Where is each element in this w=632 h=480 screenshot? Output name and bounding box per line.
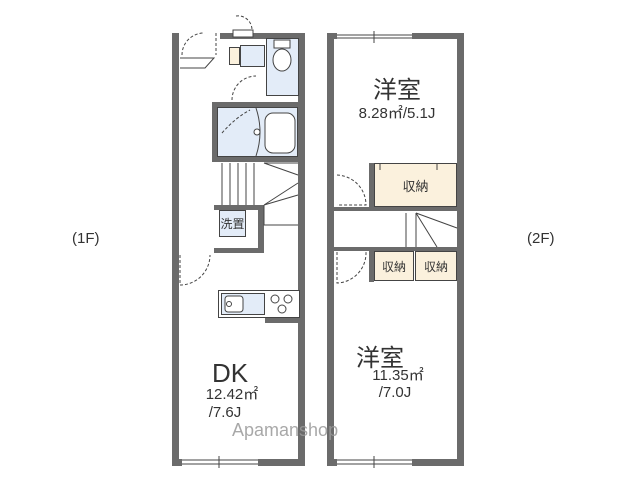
wall-hall-bottom (334, 247, 464, 251)
wall-laundry-top (214, 205, 264, 210)
storage-top: 収納 (374, 163, 457, 207)
wall-bath-bottom (212, 157, 305, 162)
floor-label-1f: (1F) (72, 230, 100, 247)
laundry-space: 洗置 (219, 210, 246, 237)
storage-middle-right: 収納 (415, 251, 457, 281)
wall-laundry-right (258, 205, 264, 253)
watermark: Apamanshop (232, 420, 339, 440)
wall-bath-left (212, 102, 217, 160)
wall-2f-top-left (327, 33, 337, 39)
dk-area-m2: 12.42㎡ (205, 386, 259, 403)
wall-2f-bottom-right (412, 459, 464, 466)
wall-2f-left (327, 33, 334, 466)
door-swing-icon (336, 174, 367, 206)
room-top-area: 8.28㎡/5.1J (358, 105, 436, 122)
door-swing-icon (235, 15, 253, 31)
storage-middle-left: 収納 (374, 251, 414, 281)
wall-1f-left (172, 33, 179, 466)
bathtub-icon (264, 112, 296, 154)
room-bottom-area-j: /7.0J (378, 384, 412, 401)
door-swing-icon (179, 254, 211, 286)
stove-burner-icon (270, 294, 280, 304)
wall-bath-top (212, 102, 305, 107)
wall-2f-bottom-left (327, 459, 337, 466)
wash-cabinet (229, 47, 240, 65)
room-top-name: 洋室 (373, 77, 421, 104)
wall-kitchen (265, 318, 305, 323)
wall-1f-top (220, 33, 305, 39)
dk-area-j: /7.6J (208, 404, 242, 421)
laundry-label: 洗置 (220, 217, 245, 231)
wall-storage-left (369, 163, 374, 211)
wall-1f-bottom-right (258, 459, 305, 466)
wall-storage2-left (369, 247, 374, 282)
storage-top-label: 収納 (402, 178, 429, 194)
room-bottom-name: 洋室 (356, 345, 404, 372)
washbasin (240, 45, 265, 67)
dk-name: DK (211, 358, 249, 388)
wall-1f-right (298, 33, 305, 466)
wall-2f-top-right (412, 33, 464, 39)
room-bottom-area-m2: 11.35㎡ (372, 367, 424, 384)
wall-1f-bottom-left (172, 459, 182, 466)
floor-label-2f: (2F) (527, 230, 555, 247)
storage-middle-left-label: 収納 (381, 259, 406, 274)
storage-middle-right-label: 収納 (423, 259, 448, 274)
wall-hall-top (334, 207, 464, 211)
door-swing-icon (181, 32, 205, 56)
toilet-icon (272, 48, 292, 72)
wall-laundry-bottom (214, 248, 264, 253)
door-swing-icon (231, 75, 257, 101)
door-swing-icon (336, 251, 367, 284)
